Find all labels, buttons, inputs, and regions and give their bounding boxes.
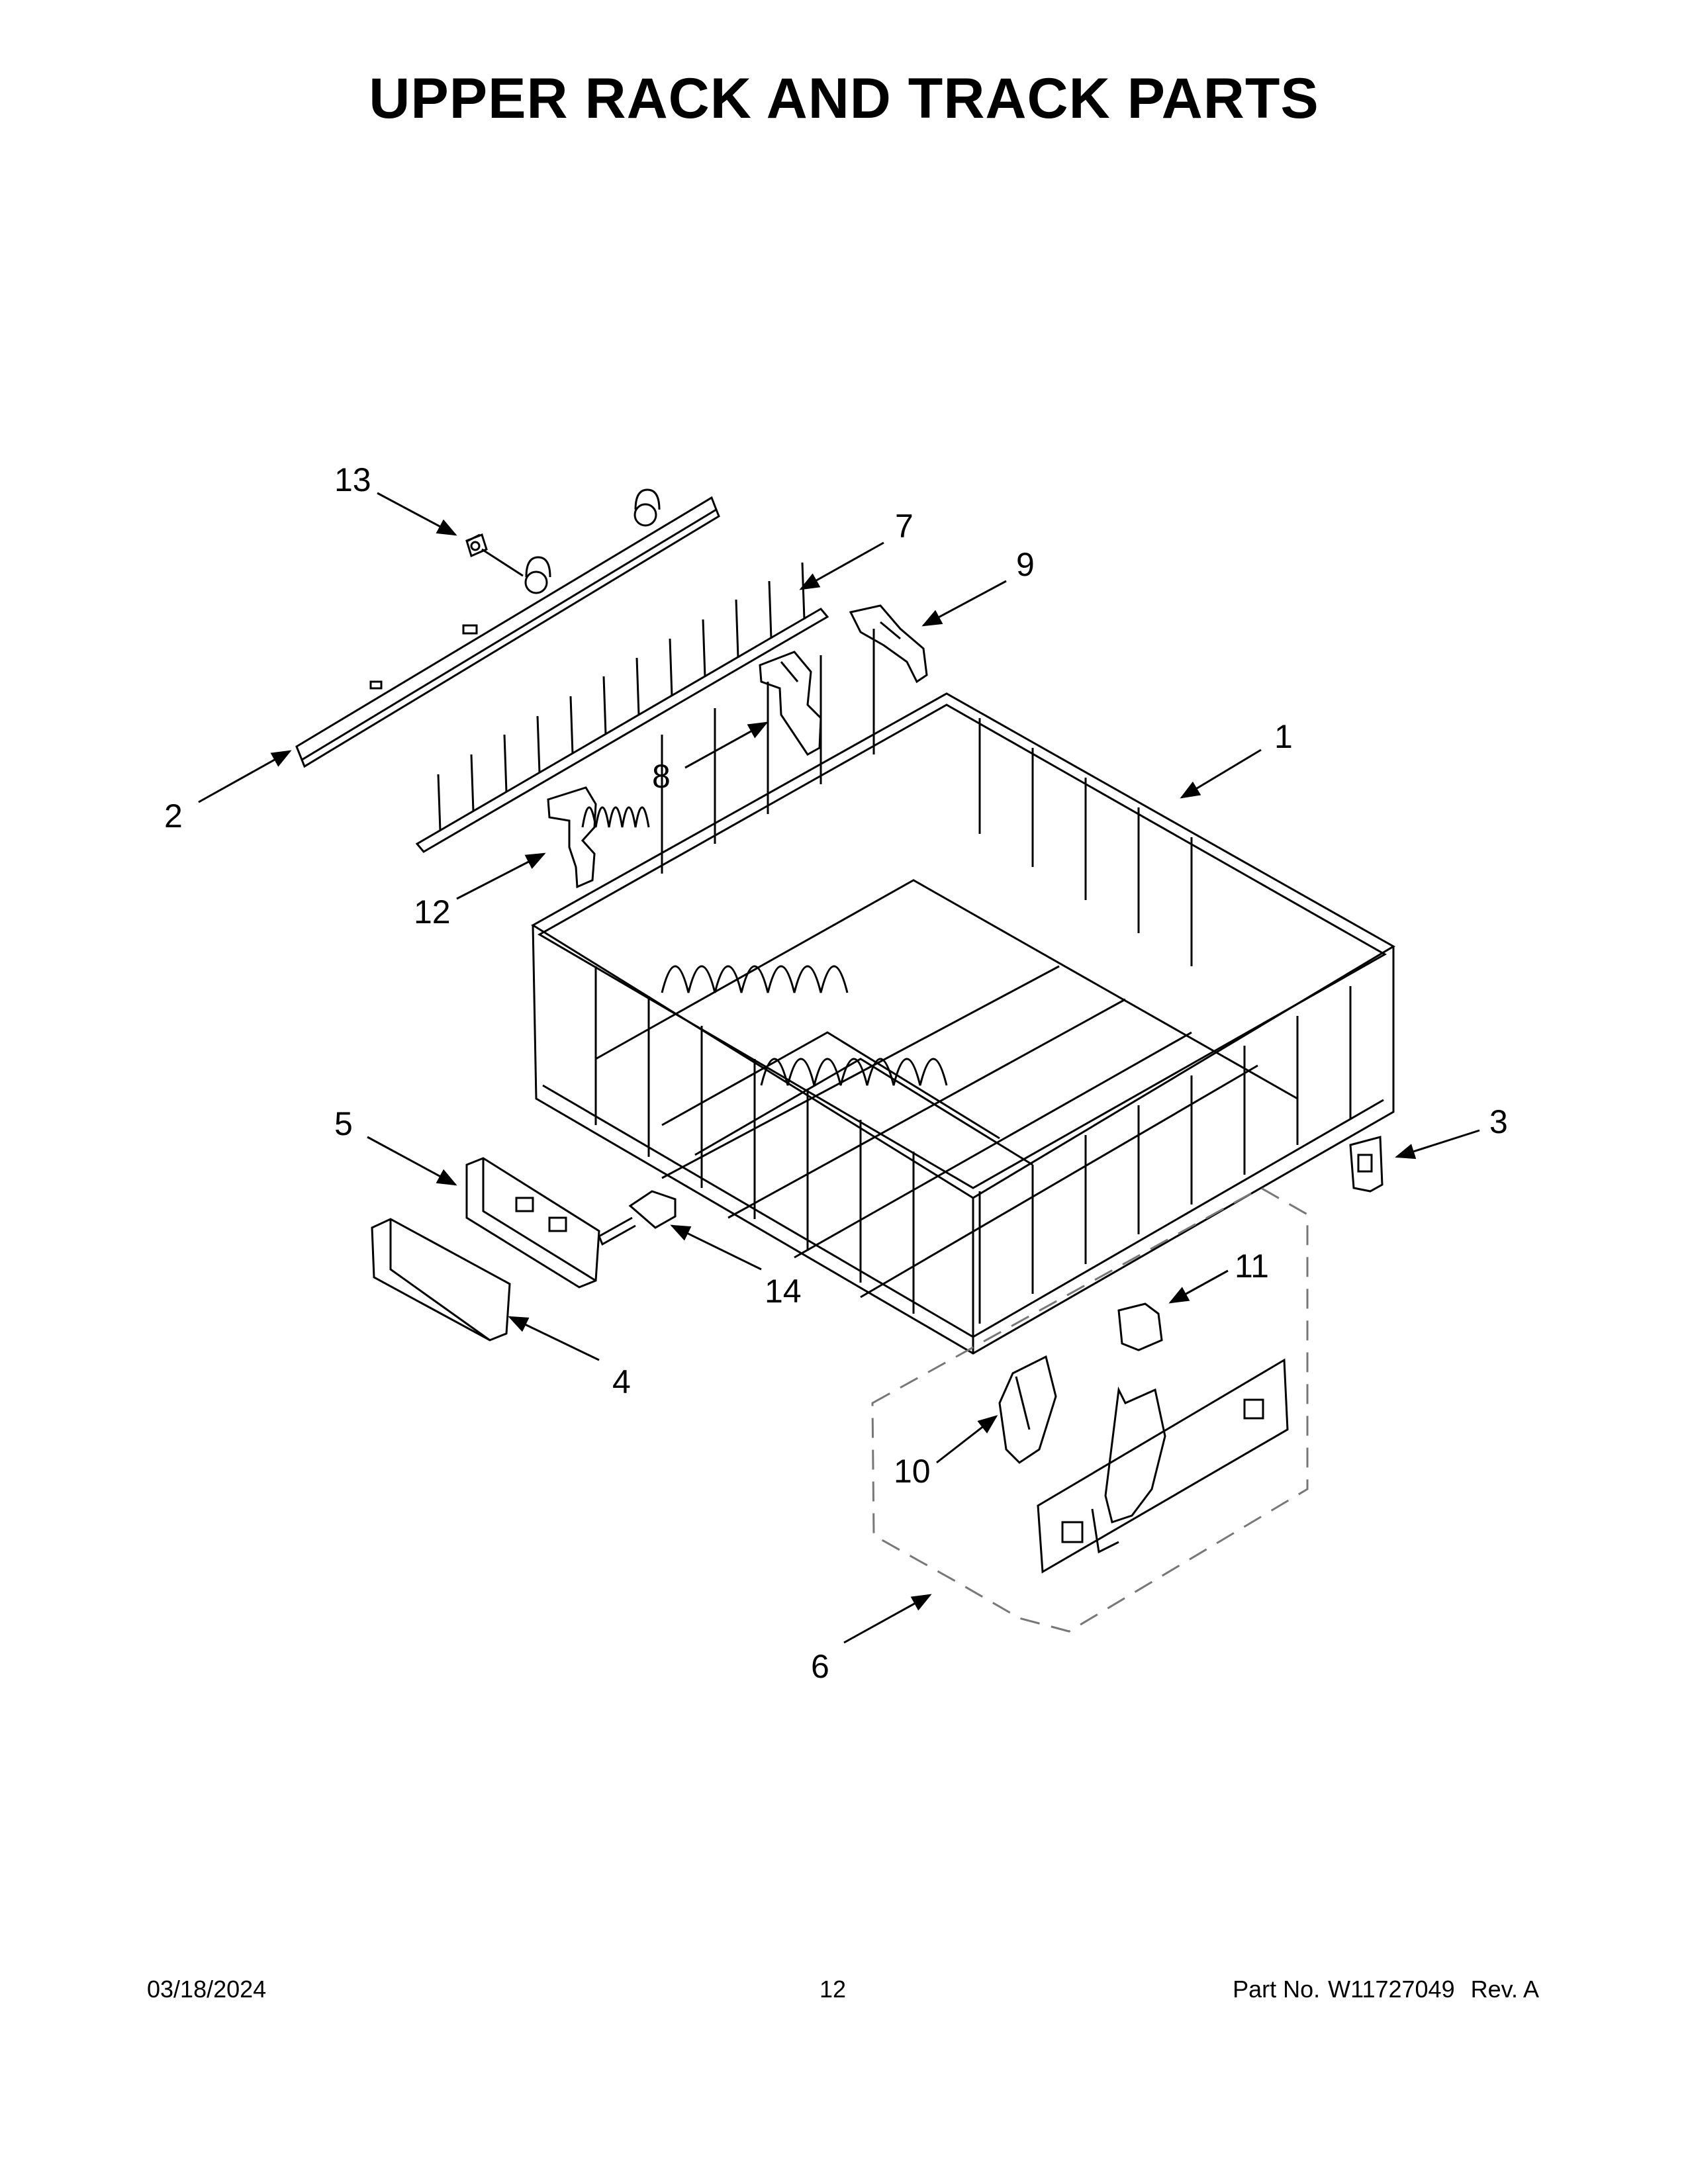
callout-10: 10 (894, 1453, 931, 1490)
bracket-part-3 (1349, 1136, 1383, 1193)
callout-4: 4 (612, 1363, 631, 1400)
page-title: UPPER RACK AND TRACK PARTS (369, 67, 1319, 130)
footer-date: 03/18/2024 (147, 1976, 267, 2003)
callout-5: 5 (334, 1105, 353, 1142)
callout-12: 12 (414, 893, 451, 931)
callout-13: 13 (334, 461, 371, 498)
end-cap-part-4 (371, 1218, 511, 1342)
arrow-12 (456, 852, 546, 900)
callout-6: 6 (811, 1648, 829, 1685)
latch-part-10 (998, 1355, 1057, 1464)
screw-part-13 (465, 533, 524, 577)
callout-2: 2 (164, 797, 183, 835)
button-part-11 (1117, 1302, 1163, 1351)
footer-part-number: W11727049 (1328, 1976, 1455, 2003)
track-rail-part (295, 488, 720, 768)
clip-part-8 (759, 651, 822, 756)
part-6-kit-outline (871, 1187, 1309, 1633)
callout-11: 11 (1235, 1248, 1269, 1285)
arrow-1 (1180, 749, 1262, 799)
rail-stop-part-5 (465, 1157, 600, 1289)
arrow-9 (921, 580, 1007, 627)
callout-1: 1 (1274, 718, 1293, 755)
arrow-7 (799, 541, 884, 590)
latch-assembly-part-6 (1037, 1358, 1289, 1574)
arrow-8 (684, 721, 769, 769)
arrow-10 (936, 1415, 998, 1464)
clip-part-12 (547, 786, 597, 889)
footer-page-number: 12 (820, 1976, 847, 2003)
arrow-4 (508, 1316, 600, 1361)
screw-part-14 (598, 1190, 677, 1246)
footer-revision: Rev. A (1470, 1976, 1539, 2003)
callout-9: 9 (1016, 546, 1035, 583)
upper-rack-basket (531, 629, 1395, 1355)
footer-part-info: Part No. W11727049 Rev. A (1233, 1976, 1539, 2003)
arrow-2 (198, 750, 292, 803)
footer-part-label: Part No. (1233, 1976, 1321, 2003)
arrow-14 (670, 1224, 762, 1271)
arrow-5 (367, 1136, 457, 1186)
callout-7: 7 (895, 508, 914, 545)
callout-3: 3 (1489, 1103, 1508, 1140)
arrow-11 (1168, 1269, 1229, 1304)
clip-part-9 (849, 604, 928, 684)
arrow-6 (843, 1594, 932, 1644)
arrow-3 (1395, 1129, 1480, 1160)
arrow-13 (377, 492, 457, 536)
callout-8: 8 (652, 758, 671, 795)
tine-row-part (415, 562, 829, 853)
callout-14: 14 (765, 1273, 802, 1310)
leader-arrows (198, 492, 1480, 1644)
